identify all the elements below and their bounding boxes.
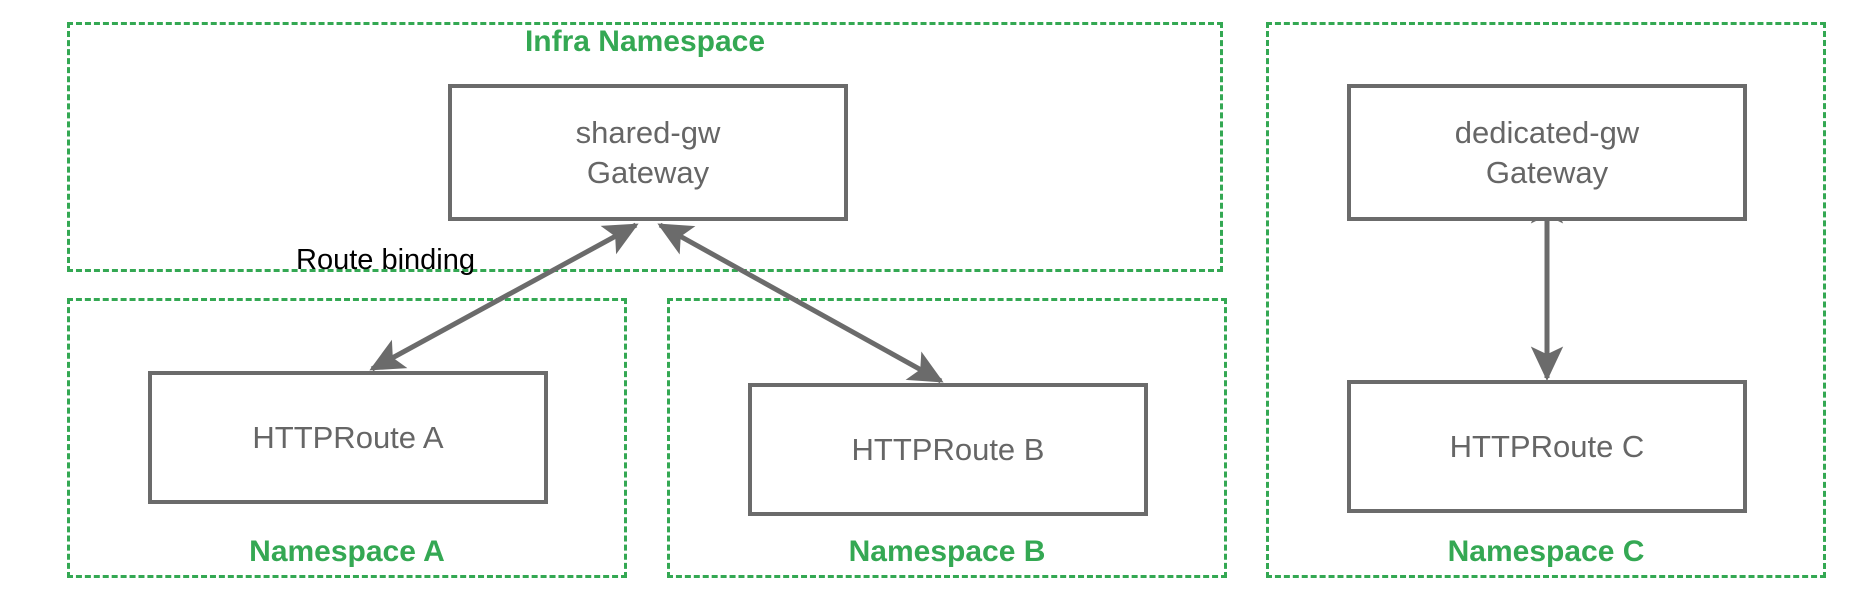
node-httproute-a-label: HTTPRoute A — [252, 419, 444, 455]
namespace-container-a — [67, 298, 627, 578]
node-httproute-b-label: HTTPRoute B — [851, 431, 1045, 467]
node-httproute-b[interactable]: HTTPRoute B — [748, 383, 1148, 516]
namespace-container-c — [1266, 22, 1826, 578]
namespace-label-a: Namespace A — [249, 535, 445, 568]
annotation-route-binding: Route binding — [296, 244, 475, 276]
node-dedicated-gw-gateway[interactable]: dedicated-gw Gateway — [1347, 84, 1747, 221]
node-httproute-c-label: HTTPRoute C — [1449, 428, 1645, 464]
node-dedicated-gw-kind: Gateway — [1485, 154, 1609, 190]
node-shared-gw-name: shared-gw — [575, 114, 721, 150]
namespace-container-b — [667, 298, 1227, 578]
node-dedicated-gw-name: dedicated-gw — [1454, 114, 1640, 150]
node-httproute-c[interactable]: HTTPRoute C — [1347, 380, 1747, 513]
namespace-label-b: Namespace B — [848, 535, 1046, 568]
namespace-container-infra — [67, 22, 1223, 272]
namespace-label-c: Namespace C — [1447, 535, 1645, 568]
node-shared-gw-gateway[interactable]: shared-gw Gateway — [448, 84, 848, 221]
node-httproute-a[interactable]: HTTPRoute A — [148, 371, 548, 504]
namespace-label-infra: Infra Namespace — [524, 25, 766, 58]
node-shared-gw-kind: Gateway — [586, 154, 710, 190]
